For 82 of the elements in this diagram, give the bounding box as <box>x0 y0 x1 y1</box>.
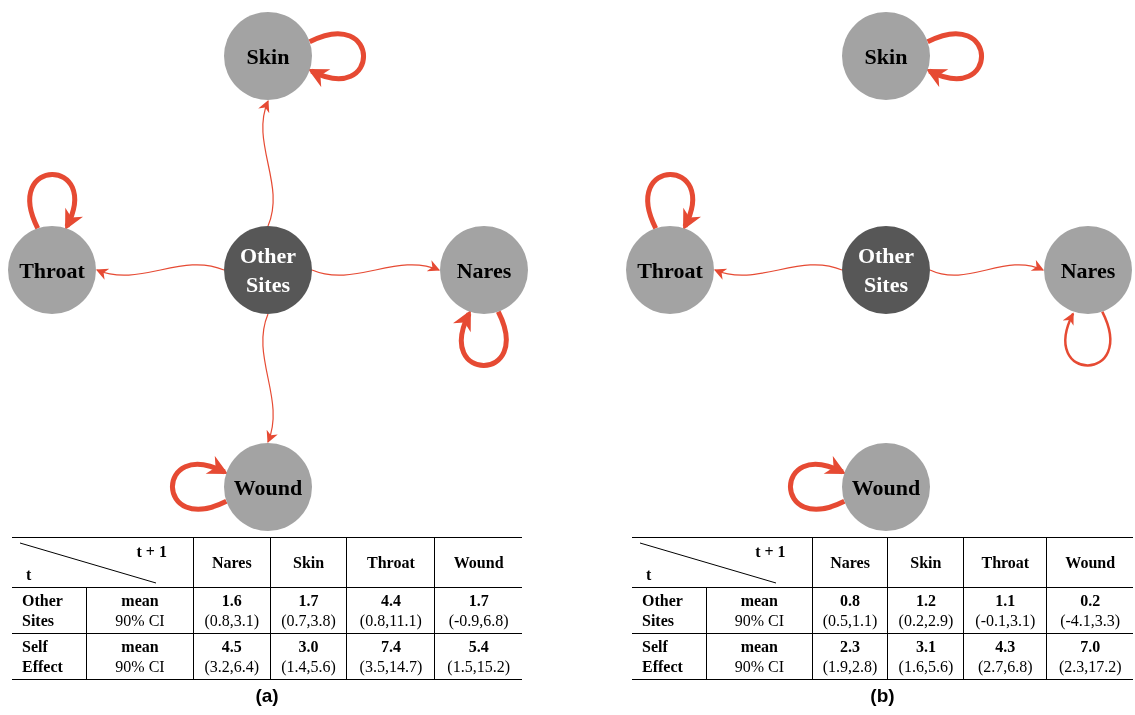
row-header: Other Sites <box>22 590 64 631</box>
panel-caption: (a) <box>255 684 279 708</box>
ci-value: (2.7,6.8) <box>977 656 1034 677</box>
site-label: Skin <box>863 42 909 71</box>
statistic-label: 90% CI <box>114 656 166 677</box>
ci-value: (1.6,5.6) <box>897 656 955 677</box>
column-header: Nares <box>830 553 870 571</box>
column-header: Skin <box>910 553 942 571</box>
column-header: Throat <box>981 553 1030 571</box>
self-loop-arrow <box>1063 311 1112 367</box>
statistic-label: 90% CI <box>733 610 785 631</box>
mean-value: 0.8 <box>839 590 862 611</box>
mean-value: 5.4 <box>467 636 490 657</box>
arrow <box>258 99 274 227</box>
mean-value: 7.4 <box>379 636 402 657</box>
site-label: Other Sites <box>238 242 298 299</box>
ci-value: (-0.1,3.1) <box>974 610 1037 631</box>
mean-value: 1.6 <box>220 590 243 611</box>
arrow <box>95 264 225 280</box>
statistic-label: 90% CI <box>114 610 166 631</box>
column-header: Throat <box>367 553 415 571</box>
self-loop-arrow <box>170 456 229 512</box>
ci-value: (1.4,5.6) <box>280 656 337 677</box>
ci-value: (3.5,14.7) <box>358 656 424 677</box>
mean-value: 4.5 <box>220 636 243 657</box>
ci-value: (3.2,6.4) <box>203 656 261 677</box>
ci-value: (0.8,3.1) <box>203 610 261 631</box>
mean-value: 3.1 <box>914 636 937 657</box>
site-label: Nares <box>1059 256 1117 285</box>
panel-caption: (b) <box>870 684 895 708</box>
mean-value: 4.4 <box>379 590 402 611</box>
self-loop-arrow <box>645 172 701 231</box>
mean-value: 3.0 <box>297 636 320 657</box>
site-label: Nares <box>455 256 513 285</box>
ci-value: (1.9,2.8) <box>821 656 879 677</box>
ci-value: (0.7,3.8) <box>280 610 337 631</box>
row-axis-label: t <box>646 565 652 585</box>
mean-value: 1.7 <box>297 590 320 611</box>
self-loop-arrow <box>453 309 509 368</box>
statistic-label: mean <box>739 590 779 611</box>
statistic-label: mean <box>120 636 160 657</box>
site-label: Throat <box>18 256 86 285</box>
ci-value: (1.5,15.2) <box>446 656 511 677</box>
mean-value: 1.2 <box>914 590 937 611</box>
mean-value: 2.3 <box>839 636 862 657</box>
arrow <box>311 260 441 276</box>
arrow <box>929 260 1045 276</box>
mean-value: 1.1 <box>994 590 1017 611</box>
row-header: Self Effect <box>22 636 64 677</box>
self-loop-arrow <box>27 172 83 231</box>
ci-value: (2.3,17.2) <box>1057 656 1123 677</box>
statistic-label: mean <box>120 590 160 611</box>
self-loop-arrow <box>788 456 847 512</box>
arrow <box>262 313 277 444</box>
column-axis-label: t + 1 <box>755 542 786 562</box>
site-label: Wound <box>233 473 303 502</box>
ci-value: (-4.1,3.3) <box>1059 610 1122 631</box>
column-header: Skin <box>293 553 325 571</box>
site-label: Throat <box>636 256 704 285</box>
ci-value: (0.5,1.1) <box>821 610 879 631</box>
statistic-label: mean <box>739 636 779 657</box>
site-label: Skin <box>245 42 291 71</box>
row-axis-label: t <box>26 565 32 585</box>
column-header: Nares <box>211 553 252 571</box>
ci-value: (0.8,11.1) <box>358 610 423 631</box>
row-header: Self Effect <box>642 636 684 677</box>
column-header: Wound <box>453 553 504 571</box>
row-header: Other Sites <box>642 590 684 631</box>
self-loop-arrow <box>307 31 366 87</box>
mean-value: 4.3 <box>994 636 1017 657</box>
statistic-label: 90% CI <box>733 656 785 677</box>
mean-value: 7.0 <box>1079 636 1102 657</box>
mean-value: 1.7 <box>467 590 490 611</box>
ci-value: (0.2,2.9) <box>897 610 955 631</box>
site-label: Wound <box>851 473 921 502</box>
arrow <box>713 264 843 280</box>
self-loop-arrow <box>925 31 984 87</box>
column-header: Wound <box>1065 553 1116 571</box>
mean-value: 0.2 <box>1079 590 1102 611</box>
ci-value: (-0.9,6.8) <box>447 610 510 631</box>
column-axis-label: t + 1 <box>136 542 167 562</box>
site-label: Other Sites <box>856 242 916 299</box>
